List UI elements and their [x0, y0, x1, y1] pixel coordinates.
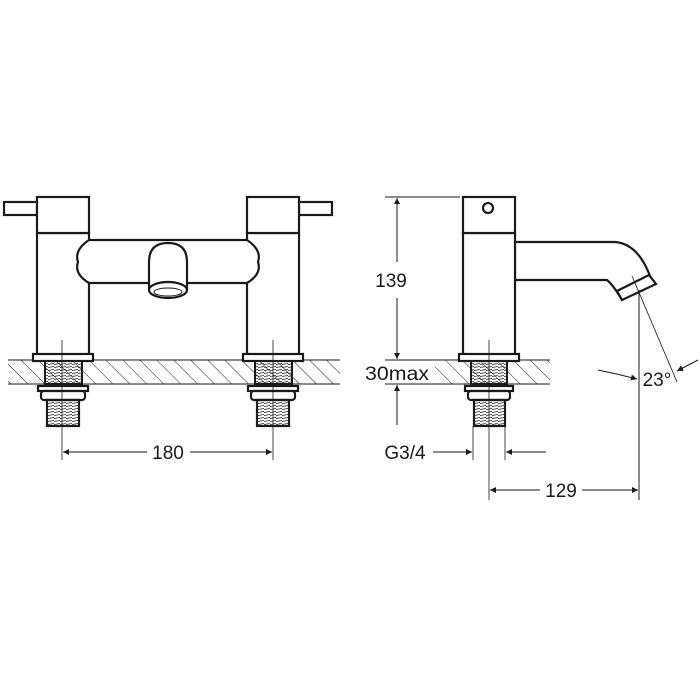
dimension-angle: 23° [597, 275, 699, 391]
dimension-label-height: 139 [375, 271, 407, 292]
dimension-spacing: 180 [63, 443, 272, 464]
dimension-label-spacing: 180 [152, 443, 184, 464]
left-fixing [31, 352, 95, 428]
dimension-label-deck-thickness: 30max [365, 364, 430, 385]
right-lever-handle [297, 200, 334, 217]
dimension-label-thread: G3/4 [384, 443, 426, 464]
handle-hole-icon [481, 201, 495, 215]
left-pillar [2, 195, 91, 357]
front-view: 180 [2, 195, 340, 464]
dimension-label-reach: 129 [545, 481, 577, 502]
dimension-deck-thickness: 30max [365, 364, 430, 425]
dimension-thread: G3/4 [384, 426, 546, 464]
tap-body-side [461, 195, 517, 357]
bath-spout-front [147, 241, 189, 300]
side-view: 139 30max G3/4 129 23° [365, 195, 699, 502]
dimension-label-angle: 23° [643, 370, 672, 391]
left-lever-handle [2, 200, 39, 217]
dimension-height: 139 [375, 196, 460, 359]
spout-side [513, 240, 658, 302]
dimension-reach: 129 [490, 290, 640, 502]
right-pillar [245, 195, 334, 357]
